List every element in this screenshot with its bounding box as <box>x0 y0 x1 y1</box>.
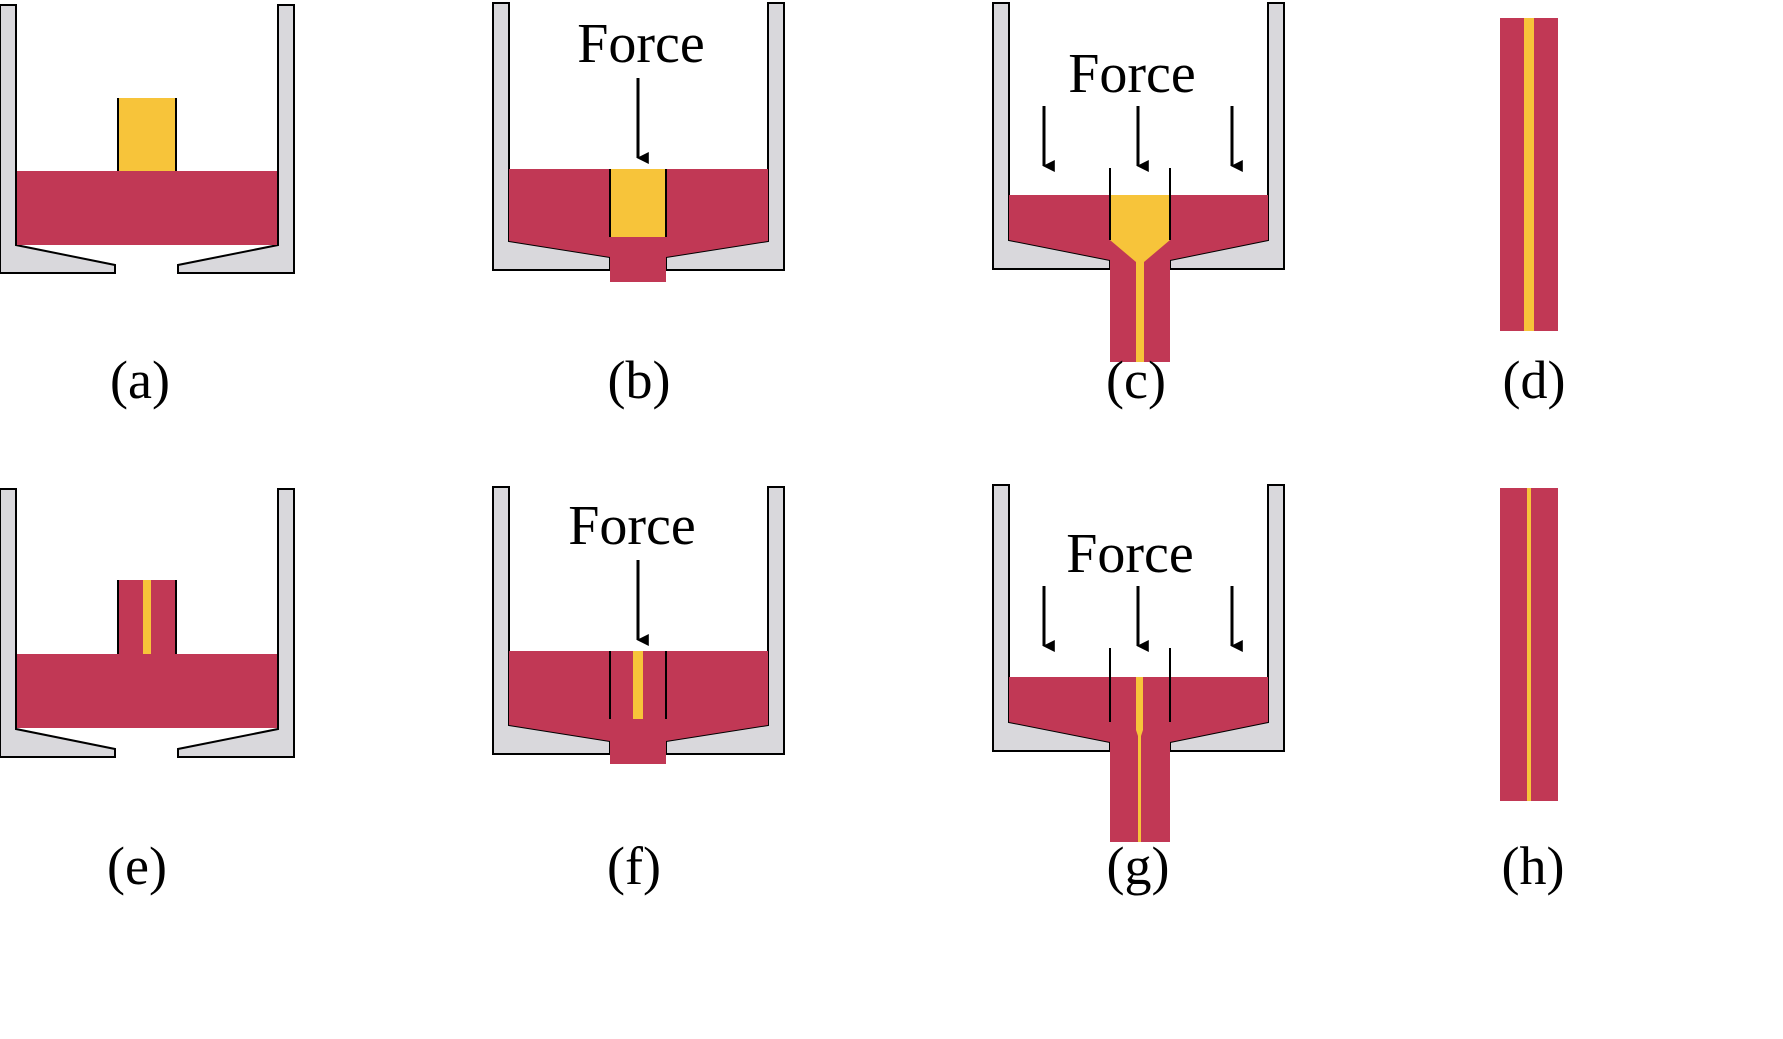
panel-e: (e) <box>0 488 295 896</box>
panel-h-fiber-core <box>1527 488 1531 801</box>
panel-b: Force (b) <box>492 2 785 410</box>
panel-f-core <box>633 651 643 719</box>
panel-h-label: (h) <box>1502 836 1565 896</box>
panel-b-force-label: Force <box>577 13 705 75</box>
panel-g-force-label: Force <box>1066 523 1194 585</box>
panel-c-core <box>1110 195 1170 362</box>
panel-a-label: (a) <box>110 350 170 410</box>
panel-d-label: (d) <box>1503 350 1566 410</box>
panel-g-label: (g) <box>1107 836 1170 896</box>
panel-b-core-block <box>610 169 666 237</box>
panel-b-label: (b) <box>608 350 671 410</box>
panel-c: Force (c) <box>992 2 1285 410</box>
panel-e-rod-core <box>143 580 151 654</box>
panel-c-force-label: Force <box>1068 43 1196 105</box>
panel-f-force-label: Force <box>568 495 696 557</box>
panel-e-polymer-slab <box>17 654 277 728</box>
panel-d: (d) <box>1500 18 1565 410</box>
panel-c-label: (c) <box>1106 350 1166 410</box>
panel-d-fiber-core <box>1524 18 1534 331</box>
panel-a: (a) <box>0 4 295 410</box>
panel-a-polymer-slab <box>17 171 277 245</box>
panel-f: Force (f) <box>492 486 785 896</box>
panel-g-core <box>1136 677 1143 842</box>
panel-g: Force (g) <box>992 484 1285 896</box>
panel-h: (h) <box>1500 488 1564 896</box>
panel-f-label: (f) <box>607 836 661 896</box>
panel-a-core-block <box>117 98 177 171</box>
panel-e-label: (e) <box>107 836 167 896</box>
